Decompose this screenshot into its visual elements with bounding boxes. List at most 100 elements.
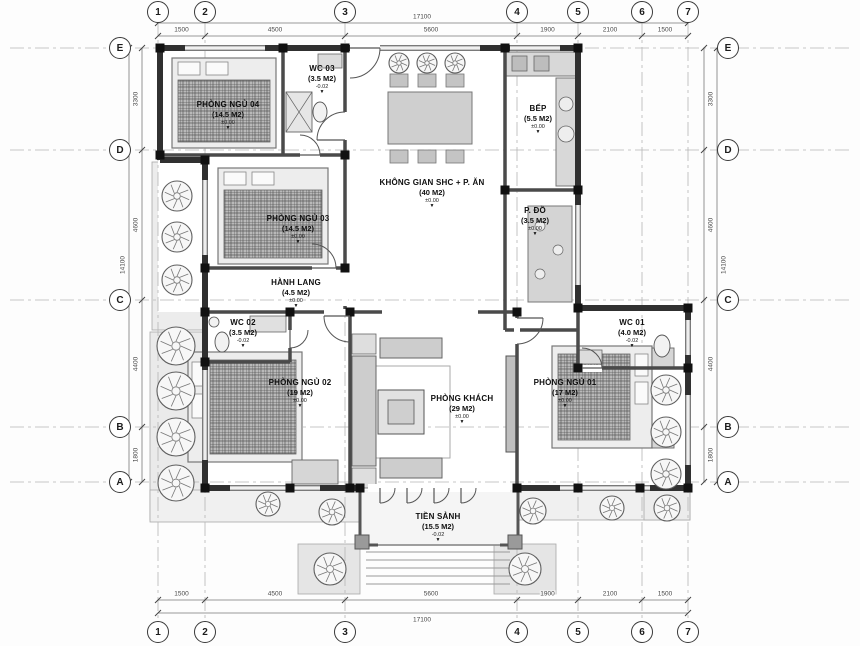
tree-foliage bbox=[656, 504, 664, 509]
tree-trunk bbox=[173, 192, 181, 200]
dining-chair bbox=[445, 73, 465, 88]
tree-foliage bbox=[171, 487, 177, 498]
tree-foliage bbox=[258, 500, 266, 505]
dining-table bbox=[387, 91, 473, 145]
tree-foliage bbox=[325, 572, 331, 583]
tree-foliage bbox=[176, 224, 182, 234]
grid-bubble-bottom-6: 6 bbox=[631, 621, 653, 643]
dim-tick bbox=[574, 32, 582, 40]
tree-foliage bbox=[511, 564, 522, 570]
dim-left-seg-2: 4600 bbox=[132, 216, 140, 234]
toilet bbox=[312, 101, 328, 123]
shower-x bbox=[285, 91, 313, 133]
column bbox=[278, 43, 288, 53]
column bbox=[573, 363, 583, 373]
tree-trunk bbox=[529, 507, 537, 515]
tree-foliage bbox=[164, 191, 174, 197]
tree-trunk bbox=[452, 60, 458, 66]
tree-foliage bbox=[611, 498, 616, 506]
grid-bubble-bottom-4: 4 bbox=[506, 621, 528, 643]
tree-foliage bbox=[661, 477, 667, 487]
bed-blanket bbox=[223, 189, 323, 259]
tree-foliage bbox=[512, 571, 523, 576]
door-swing-arc bbox=[299, 134, 321, 156]
tree-symbol bbox=[156, 326, 196, 366]
tree-foliage bbox=[170, 350, 177, 362]
tree-foliage bbox=[180, 279, 190, 285]
door-swing-arc bbox=[433, 487, 450, 504]
tree-foliage bbox=[161, 393, 173, 399]
wc02-tub bbox=[249, 315, 287, 333]
coffee-table-inner bbox=[387, 399, 415, 425]
column bbox=[200, 155, 210, 165]
kitchen-appliance bbox=[533, 55, 550, 72]
grid-bubble-bottom-2: 2 bbox=[194, 621, 216, 643]
dim-top-overall: 17100 bbox=[411, 13, 433, 21]
tree-foliage bbox=[529, 514, 534, 522]
tree-foliage bbox=[178, 440, 184, 452]
column bbox=[340, 43, 350, 53]
tree-foliage bbox=[426, 54, 430, 61]
tree-foliage bbox=[653, 469, 663, 475]
column bbox=[285, 483, 295, 493]
tree-foliage bbox=[267, 494, 272, 502]
tree-foliage bbox=[168, 331, 174, 343]
tree-foliage bbox=[172, 240, 178, 250]
tree-foliage bbox=[666, 497, 671, 505]
tree-foliage bbox=[457, 62, 464, 66]
tree-trunk bbox=[662, 428, 670, 436]
dim-tick bbox=[638, 596, 646, 604]
tree-foliage bbox=[661, 498, 666, 506]
tree-symbol bbox=[650, 458, 682, 490]
tree-foliage bbox=[329, 555, 335, 566]
tree-foliage bbox=[168, 376, 174, 388]
dim-top-seg-6: 1500 bbox=[656, 26, 674, 34]
tree-foliage bbox=[450, 55, 454, 62]
tree-foliage bbox=[668, 476, 673, 486]
tree-foliage bbox=[422, 55, 426, 62]
dim-left-seg-3: 4400 bbox=[132, 355, 140, 372]
tree-foliage bbox=[456, 64, 460, 71]
dim-tick bbox=[138, 478, 146, 486]
bed-blanket bbox=[177, 79, 271, 143]
tree-foliage bbox=[164, 275, 174, 281]
tree-foliage bbox=[162, 485, 173, 491]
tree-foliage bbox=[323, 556, 328, 567]
grid-bubble-top-6: 6 bbox=[631, 1, 653, 23]
tree-symbol bbox=[519, 497, 547, 525]
dim-tick bbox=[154, 596, 162, 604]
tree-foliage bbox=[270, 503, 278, 508]
door-swing-arc bbox=[406, 487, 423, 504]
tree-foliage bbox=[179, 189, 189, 194]
tree-foliage bbox=[180, 195, 190, 201]
tree-foliage bbox=[659, 378, 664, 388]
tree-foliage bbox=[668, 425, 678, 430]
dim-bottom-seg-5: 2100 bbox=[601, 590, 619, 598]
dim-tick bbox=[154, 609, 162, 617]
grid-bubble-left-A: A bbox=[109, 471, 131, 493]
column bbox=[573, 303, 583, 313]
door-swing-arc bbox=[289, 329, 309, 349]
dim-top-seg-3: 5600 bbox=[422, 26, 440, 34]
tree-foliage bbox=[264, 506, 269, 514]
tree-trunk bbox=[326, 565, 334, 573]
grid-bubble-top-2: 2 bbox=[194, 1, 216, 23]
tree-foliage bbox=[669, 473, 679, 479]
tree-foliage bbox=[164, 232, 174, 238]
door-swing-arc bbox=[349, 47, 381, 79]
tree-foliage bbox=[528, 568, 539, 574]
tree-symbol bbox=[255, 491, 281, 517]
dim-tick bbox=[513, 32, 521, 40]
tree-foliage bbox=[179, 239, 184, 249]
tree-foliage bbox=[170, 395, 177, 407]
dim-right-seg-3: 4400 bbox=[707, 355, 715, 372]
dim-tick bbox=[700, 296, 708, 304]
bedroom02-desk bbox=[291, 459, 339, 485]
tree-foliage bbox=[331, 501, 336, 509]
tree-foliage bbox=[446, 60, 453, 64]
tree-foliage bbox=[258, 505, 267, 510]
tree-foliage bbox=[175, 468, 181, 479]
dim-top-seg-2: 4500 bbox=[266, 26, 284, 34]
column bbox=[635, 483, 645, 493]
